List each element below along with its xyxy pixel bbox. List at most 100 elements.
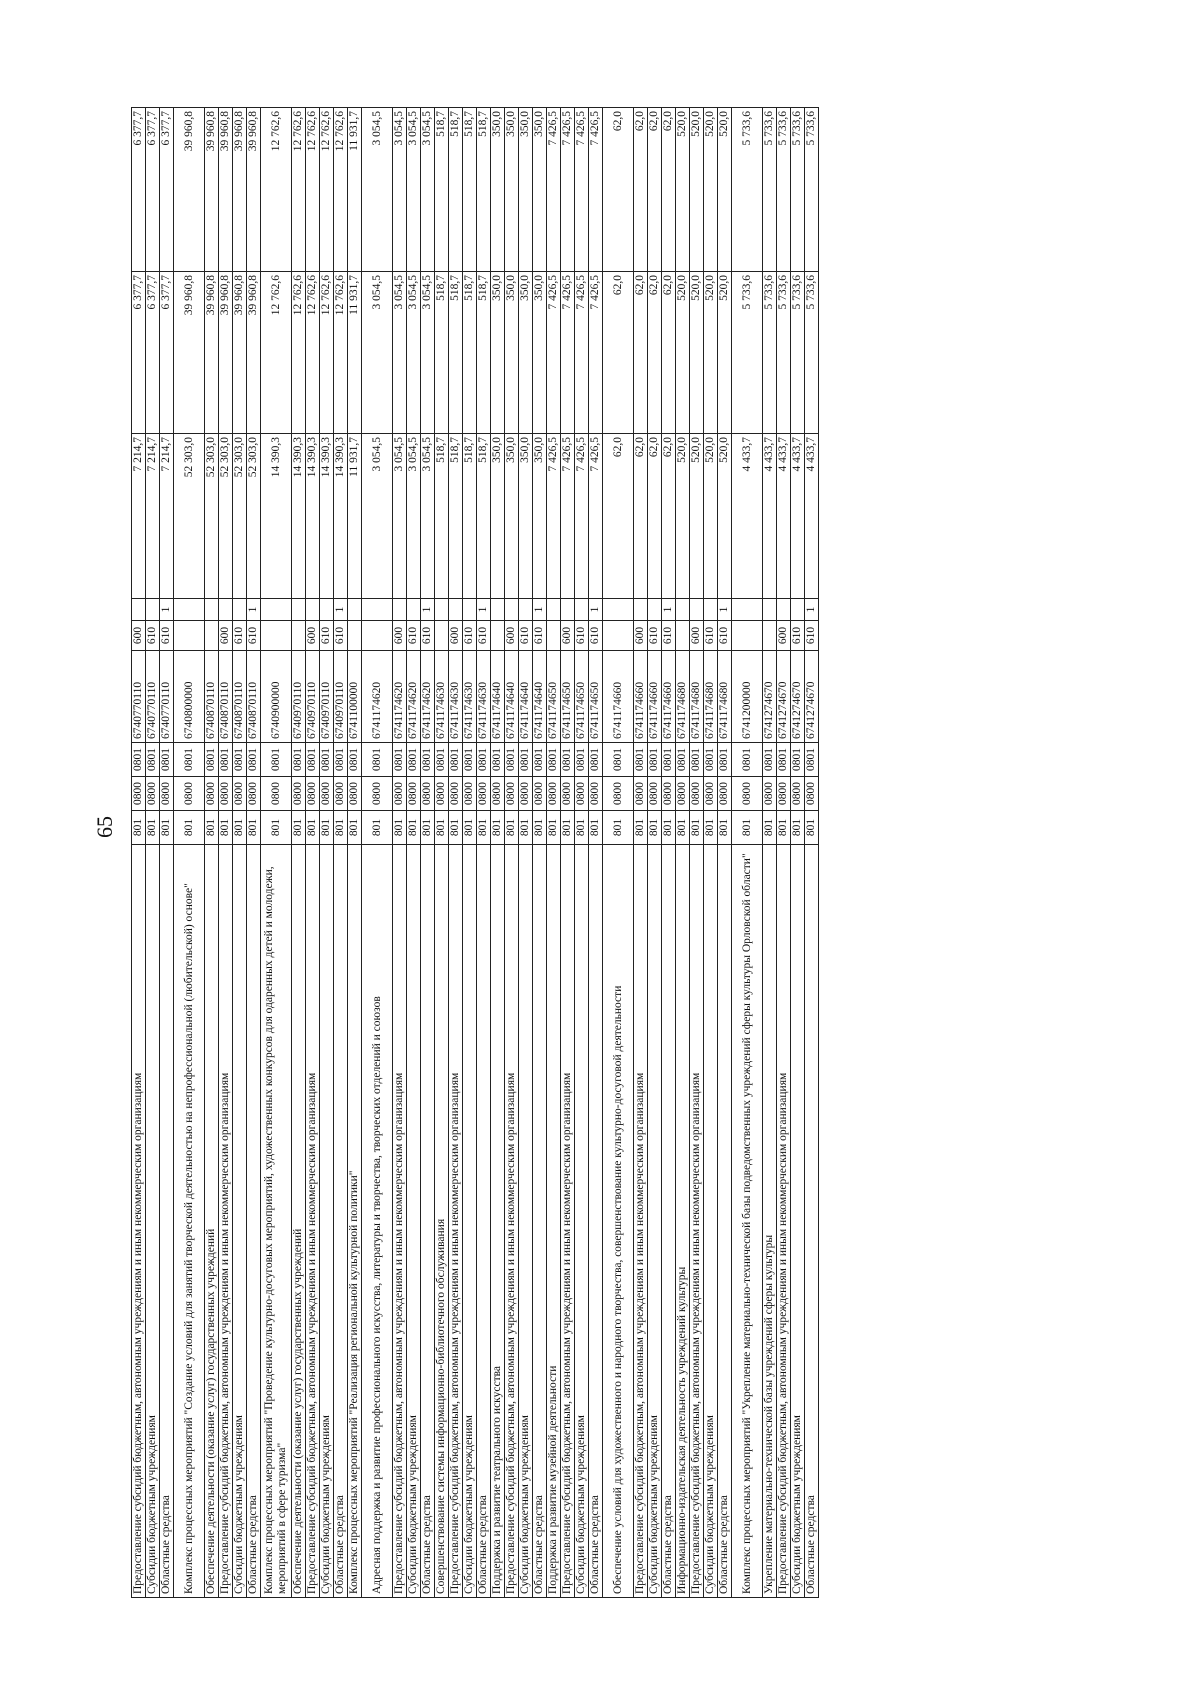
cell-amount-year-1: 7 214,7 (131, 433, 146, 599)
cell-target-article: 6741174620 (406, 650, 421, 743)
table-row: Предоставление субсидий бюджетным, автон… (448, 107, 463, 1598)
cell-subsection-code: 0801 (333, 742, 348, 777)
cell-amount-year-2: 62,0 (633, 271, 648, 434)
cell-department-code: 801 (647, 810, 662, 845)
cell-expense-type (260, 620, 292, 651)
cell-target-article: 6741174640 (532, 650, 547, 743)
cell-expense-type (204, 620, 219, 651)
cell-name: Укрепление материально-технической базы … (762, 844, 777, 1598)
cell-expense-type: 610 (703, 620, 718, 651)
cell-target-article: 6740800000 (173, 650, 205, 743)
table-row: Комплекс процессных мероприятий "Проведе… (260, 107, 292, 1598)
cell-target-article: 6741174680 (703, 650, 718, 743)
cell-name: Комплекс процессных мероприятий "Укрепле… (731, 844, 763, 1598)
cell-section-code: 0800 (532, 776, 547, 811)
cell-amount-year-3: 350,0 (504, 107, 519, 272)
cell-target-article: 6740970110 (305, 650, 320, 743)
cell-subsection-code: 0801 (204, 742, 219, 777)
cell-name: Информационно-издательская деятельность … (675, 844, 690, 1598)
cell-section-code: 0800 (476, 776, 491, 811)
cell-amount-year-3: 518,7 (434, 107, 449, 272)
cell-amount-year-3: 350,0 (490, 107, 505, 272)
cell-subsection-code: 0801 (689, 742, 704, 777)
cell-amount-year-1: 4 433,7 (776, 433, 791, 599)
cell-subsection-code: 0801 (246, 742, 261, 777)
cell-amount-year-2: 39 960,8 (218, 271, 233, 434)
cell-funding-source (406, 598, 421, 621)
cell-amount-year-1: 52 303,0 (204, 433, 219, 599)
cell-expense-type: 610 (420, 620, 435, 651)
table-row: Комплекс процессных мероприятий "Создани… (173, 107, 205, 1598)
cell-expense-type: 610 (790, 620, 805, 651)
cell-amount-year-1: 4 433,7 (790, 433, 805, 599)
cell-amount-year-2: 520,0 (675, 271, 690, 434)
cell-section-code: 0800 (633, 776, 648, 811)
cell-amount-year-2: 5 733,6 (731, 271, 763, 434)
cell-amount-year-3: 12 762,6 (260, 107, 292, 272)
cell-section-code: 0800 (762, 776, 777, 811)
table-row: Предоставление субсидий бюджетным, автон… (504, 107, 519, 1598)
cell-amount-year-1: 3 054,5 (406, 433, 421, 599)
cell-amount-year-1: 3 054,5 (361, 433, 393, 599)
cell-target-article: 6741200000 (731, 650, 763, 743)
cell-department-code: 801 (361, 810, 393, 845)
cell-subsection-code: 0801 (260, 742, 292, 777)
cell-subsection-code: 0801 (731, 742, 763, 777)
cell-amount-year-1: 7 426,5 (560, 433, 575, 599)
cell-section-code: 0800 (703, 776, 718, 811)
table-row: Поддержка и развитие музейной деятельнос… (546, 107, 561, 1598)
cell-amount-year-3: 12 762,6 (333, 107, 348, 272)
table-row: Информационно-издательская деятельность … (675, 107, 690, 1598)
cell-funding-source (319, 598, 334, 621)
cell-amount-year-1: 7 214,7 (159, 433, 174, 599)
cell-amount-year-2: 3 054,5 (392, 271, 407, 434)
cell-amount-year-1: 7 426,5 (588, 433, 603, 599)
cell-subsection-code: 0801 (347, 742, 362, 777)
cell-expense-type: 610 (661, 620, 676, 651)
cell-amount-year-3: 350,0 (532, 107, 547, 272)
cell-target-article: 6741100000 (347, 650, 362, 743)
cell-amount-year-1: 14 390,3 (319, 433, 334, 599)
cell-amount-year-1: 52 303,0 (173, 433, 205, 599)
cell-target-article: 6741174680 (675, 650, 690, 743)
cell-name: Поддержка и развитие музейной деятельнос… (546, 844, 561, 1598)
cell-funding-source (145, 598, 160, 621)
cell-amount-year-3: 520,0 (689, 107, 704, 272)
cell-expense-type: 610 (462, 620, 477, 651)
cell-name: Областные средства (588, 844, 603, 1598)
cell-amount-year-3: 5 733,6 (790, 107, 805, 272)
cell-expense-type: 610 (647, 620, 662, 651)
cell-subsection-code: 0801 (462, 742, 477, 777)
cell-name: Субсидии бюджетным учреждениям (232, 844, 247, 1598)
cell-funding-source (218, 598, 233, 621)
cell-amount-year-1: 520,0 (689, 433, 704, 599)
cell-section-code: 0800 (490, 776, 505, 811)
cell-name: Субсидии бюджетным учреждениям (406, 844, 421, 1598)
cell-department-code: 801 (246, 810, 261, 845)
cell-funding-source (291, 598, 306, 621)
cell-subsection-code: 0801 (173, 742, 205, 777)
cell-amount-year-2: 3 054,5 (420, 271, 435, 434)
cell-funding-source (448, 598, 463, 621)
cell-amount-year-2: 3 054,5 (361, 271, 393, 434)
cell-expense-type: 610 (518, 620, 533, 651)
cell-target-article: 6741174660 (661, 650, 676, 743)
cell-funding-source (518, 598, 533, 621)
cell-name: Областные средства (333, 844, 348, 1598)
cell-target-article: 6741274670 (762, 650, 777, 743)
cell-section-code: 0800 (689, 776, 704, 811)
cell-funding-source (462, 598, 477, 621)
cell-amount-year-1: 7 214,7 (145, 433, 160, 599)
cell-amount-year-2: 518,7 (434, 271, 449, 434)
cell-funding-source (574, 598, 589, 621)
cell-subsection-code: 0801 (476, 742, 491, 777)
cell-section-code: 0800 (260, 776, 292, 811)
cell-amount-year-1: 520,0 (703, 433, 718, 599)
cell-subsection-code: 0801 (717, 742, 732, 777)
cell-section-code: 0800 (159, 776, 174, 811)
cell-amount-year-1: 518,7 (448, 433, 463, 599)
cell-amount-year-2: 350,0 (518, 271, 533, 434)
